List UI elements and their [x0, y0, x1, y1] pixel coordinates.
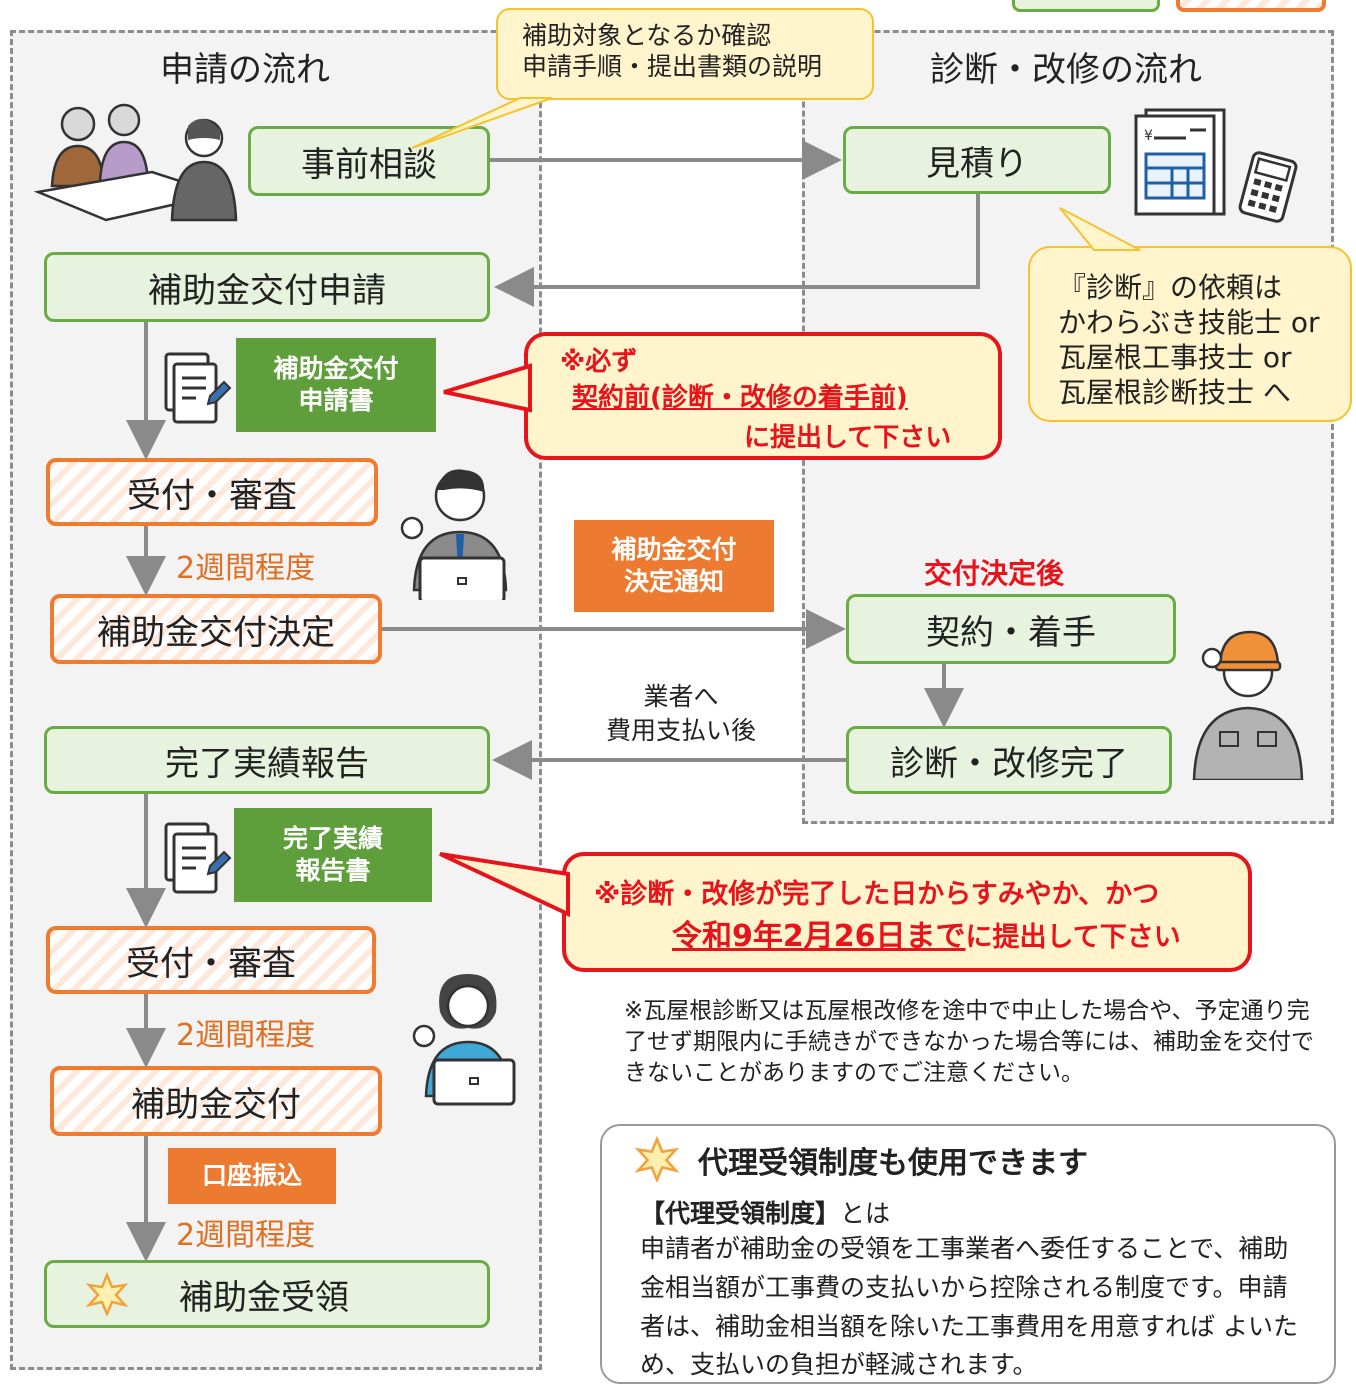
apply-warning-line2: 契約前(診断・改修の着手前) [572, 383, 908, 413]
report-warning-callout: ※診断・改修が完了した日からすみやか、かつ 令和9年2月26日までに提出して下さ… [562, 852, 1252, 972]
step-review-1: 受付・審査 [46, 458, 378, 526]
proxy-body: 申請者が補助金の受領を工事業者へ委任することで、補助金相当額が工事費の支払いから… [640, 1234, 1298, 1380]
step-complete: 診断・改修完了 [846, 726, 1172, 794]
step-estimate: 見積り [843, 126, 1111, 194]
proxy-star-icon [634, 1135, 680, 1184]
invoice-icon: ¥ [1132, 106, 1228, 218]
report-warning-line2: 令和9年2月26日までに提出して下さい [672, 916, 1181, 958]
step-consult: 事前相談 [248, 126, 490, 196]
proxy-term: 【代理受領制度】 [640, 1199, 841, 1228]
document-pen-icon-2 [160, 820, 232, 900]
apply-warning-callout: ※必ず 契約前(診断・改修の着手前) に提出して下さい [524, 332, 1002, 460]
report-warning-rest: に提出して下さい [965, 922, 1181, 953]
after-payment-label: 業者へ 費用支払い後 [586, 680, 776, 748]
duration-3: 2週間程度 [176, 1218, 316, 1253]
left-panel-title: 申請の流れ [160, 50, 330, 90]
doc-application-line2: 申請書 [298, 386, 374, 415]
right-panel-title: 診断・改修の流れ [930, 50, 1202, 90]
after-payment-line1: 業者へ [643, 682, 719, 711]
duration-1: 2週間程度 [176, 551, 316, 586]
diagnosis-line4: 瓦屋根診断技士 へ [1058, 376, 1291, 409]
diagnosis-line1: 『診断』の依頼は [1058, 271, 1283, 304]
apply-warning-line3: に提出して下さい [744, 423, 952, 453]
svg-text:¥: ¥ [1144, 128, 1153, 144]
cancel-notice: ※瓦屋根診断又は瓦屋根改修を途中で中止した場合や、予定通り完了せず期限内に手続き… [624, 998, 1314, 1087]
report-warning-line1: ※診断・改修が完了した日からすみやか、かつ [594, 879, 1160, 910]
legend-green-box [1012, 0, 1160, 12]
step-contract: 契約・着手 [846, 594, 1176, 664]
doc-report-line2: 報告書 [295, 856, 371, 885]
legend-orange-box [1176, 0, 1326, 12]
after-decision-label: 交付決定後 [924, 557, 1065, 590]
doc-report-form: 完了実績報告書 [234, 808, 432, 902]
apply-warning-line1: ※必ず [560, 347, 638, 377]
step-receive-label: 補助金受領 [179, 1277, 349, 1318]
proxy-term-line: 【代理受領制度】とは [640, 1194, 890, 1230]
consult-note-line1: 補助対象となるか確認 [522, 21, 772, 50]
consult-note-callout: 補助対象となるか確認 申請手順・提出書類の説明 [496, 8, 874, 100]
after-payment-line2: 費用支払い後 [605, 715, 756, 745]
staff-man-icon [394, 460, 524, 604]
doc-application-line1: 補助金交付 [273, 353, 399, 383]
step-review-2: 受付・審査 [46, 926, 376, 994]
connector-arrows [126, 97, 1141, 1262]
doc-report-line1: 完了実績 [282, 823, 383, 853]
document-pen-icon [160, 350, 232, 430]
staff-woman-icon [404, 966, 524, 1106]
worker-helmet-icon [1186, 620, 1308, 782]
star-icon [85, 1271, 129, 1318]
proxy-term-suffix: とは [840, 1199, 891, 1228]
step-decision: 補助金交付決定 [50, 594, 382, 664]
diagnosis-line2: かわらぶき技能士 or [1058, 306, 1320, 339]
proxy-title: 代理受領制度も使用できます [698, 1146, 1088, 1181]
decision-notice-line2: 決定通知 [623, 567, 724, 596]
doc-application-form: 補助金交付申請書 [236, 338, 436, 432]
calculator-icon [1236, 150, 1300, 224]
step-report: 完了実績報告 [44, 726, 490, 794]
step-payment: 補助金交付 [50, 1066, 382, 1136]
decision-notice-line1: 補助金交付 [611, 534, 737, 564]
consult-note-line2: 申請手順・提出書類の説明 [522, 52, 823, 82]
consultation-people-icon [32, 96, 242, 226]
diagnosis-request-callout: 『診断』の依頼は かわらぶき技能士 or 瓦屋根工事技士 or 瓦屋根診断技士 … [1028, 246, 1352, 422]
doc-decision-notice: 補助金交付決定通知 [574, 520, 774, 612]
step-receive: 補助金受領 [44, 1260, 490, 1328]
step-apply: 補助金交付申請 [44, 252, 490, 322]
doc-transfer: 口座振込 [168, 1148, 336, 1204]
duration-2: 2週間程度 [176, 1018, 316, 1053]
diagnosis-line3: 瓦屋根工事技士 or [1058, 341, 1292, 374]
report-deadline: 令和9年2月26日まで [672, 919, 966, 954]
